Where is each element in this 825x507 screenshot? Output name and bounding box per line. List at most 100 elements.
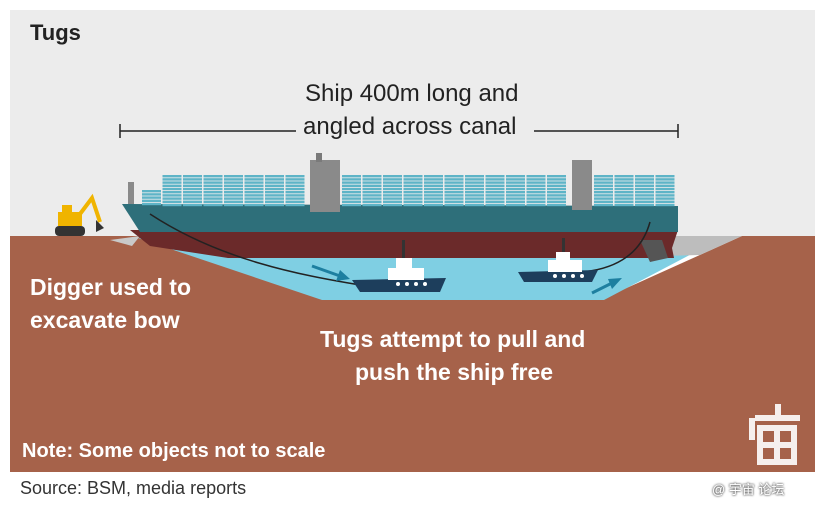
- container-stripe: [403, 178, 423, 181]
- container-stripe: [614, 184, 634, 187]
- container-stripe: [285, 178, 305, 181]
- container-stripe: [142, 199, 161, 202]
- container-stripe: [635, 191, 654, 194]
- container-stripe: [526, 200, 546, 203]
- container-stripe: [655, 184, 675, 187]
- container-stripe: [444, 191, 464, 194]
- container-stripe: [465, 194, 484, 197]
- container-stripe: [383, 191, 402, 194]
- container-stripe: [444, 178, 464, 181]
- container-stripe: [362, 184, 382, 187]
- container-stripe: [526, 184, 546, 187]
- container-stripe: [526, 181, 546, 184]
- container-stripe: [424, 184, 443, 187]
- container-stripe: [383, 178, 402, 181]
- container-stripe: [403, 187, 423, 191]
- container-stripe: [547, 187, 566, 191]
- container-stripe: [594, 191, 613, 194]
- diagram-title: Tugs: [30, 20, 81, 45]
- container-stripe: [594, 200, 613, 203]
- container-stripe: [142, 190, 161, 193]
- container-stripe: [526, 191, 546, 194]
- container-stripe: [465, 184, 484, 187]
- container-stripe: [594, 184, 613, 187]
- container-stripe: [224, 191, 243, 194]
- container-stripe: [635, 203, 654, 207]
- container-stripe: [244, 194, 264, 197]
- container-stripe: [224, 187, 243, 191]
- container-stripe: [635, 194, 654, 197]
- container-stripe: [342, 203, 361, 207]
- container-stripe: [655, 194, 675, 197]
- container-stripe: [203, 200, 223, 203]
- container-stripe: [635, 187, 654, 191]
- container-stripe: [285, 194, 305, 197]
- container-stripe: [342, 197, 361, 200]
- note-band: [10, 434, 815, 472]
- container-stripe: [285, 203, 305, 207]
- container-stripe: [265, 200, 284, 203]
- container-stripe: [403, 184, 423, 187]
- container-stripe: [383, 175, 402, 178]
- container-stripe: [635, 175, 654, 178]
- container-stripe: [183, 194, 202, 197]
- container-stripe: [444, 194, 464, 197]
- container-stripe: [183, 178, 202, 181]
- container-stripe: [383, 203, 402, 207]
- ship-rudder: [640, 240, 668, 262]
- container-stripe: [424, 175, 443, 178]
- container-stripe: [224, 197, 243, 200]
- container-stripe: [614, 178, 634, 181]
- container-stripe: [506, 194, 525, 197]
- ship-label-line2: angled across canal: [303, 113, 517, 140]
- container-stacks: [142, 175, 675, 207]
- container-stripe: [547, 178, 566, 181]
- tugs-label-line1: Tugs attempt to pull and: [320, 326, 586, 352]
- container-stripe: [485, 197, 505, 200]
- container-stripe: [424, 194, 443, 197]
- container-stripe: [614, 181, 634, 184]
- container-stripe: [224, 203, 243, 207]
- container-stripe: [162, 178, 182, 181]
- container-stripe: [183, 203, 202, 207]
- container-stripe: [547, 184, 566, 187]
- container-stripe: [183, 200, 202, 203]
- container-stripe: [203, 175, 223, 178]
- watermark-text: @ 宇宙 论坛: [712, 482, 785, 497]
- container-stripe: [655, 181, 675, 184]
- container-stripe: [265, 197, 284, 200]
- container-stripe: [594, 181, 613, 184]
- container-stripe: [203, 194, 223, 197]
- container-stripe: [203, 191, 223, 194]
- container-stripe: [506, 200, 525, 203]
- container-stripe: [594, 175, 613, 178]
- container-stripe: [506, 197, 525, 200]
- container-stripe: [444, 203, 464, 207]
- container-stripe: [244, 181, 264, 184]
- ship-label-line1: Ship 400m long and: [305, 80, 519, 107]
- container-stripe: [362, 181, 382, 184]
- container-stripe: [285, 197, 305, 200]
- container-stripe: [526, 175, 546, 178]
- container-stripe: [162, 181, 182, 184]
- container-stripe: [162, 175, 182, 178]
- container-stripe: [465, 197, 484, 200]
- container-stripe: [655, 200, 675, 203]
- container-stripe: [506, 175, 525, 178]
- container-stripe: [506, 187, 525, 191]
- container-stripe: [383, 181, 402, 184]
- container-stripe: [162, 187, 182, 191]
- container-stripe: [183, 181, 202, 184]
- container-stripe: [342, 181, 361, 184]
- container-stripe: [203, 181, 223, 184]
- container-stripe: [362, 200, 382, 203]
- container-stripe: [506, 203, 525, 207]
- container-stripe: [526, 197, 546, 200]
- container-stripe: [465, 187, 484, 191]
- container-stripe: [183, 184, 202, 187]
- ship-funnel: [572, 160, 592, 210]
- container-stripe: [285, 181, 305, 184]
- watermark-logo: [749, 404, 800, 465]
- ship-hull: [122, 204, 678, 232]
